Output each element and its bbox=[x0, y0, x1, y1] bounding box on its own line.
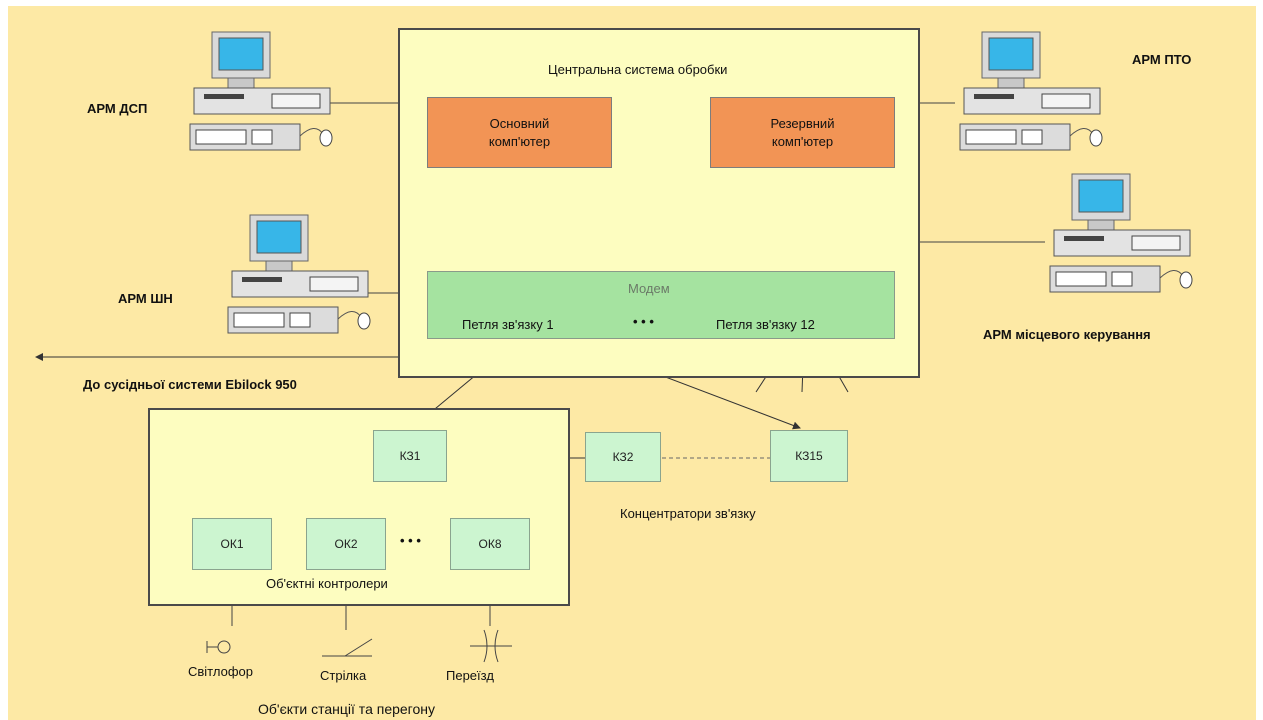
concentrators-caption: Концентратори зв'язку bbox=[620, 506, 756, 521]
crossing-label: Переїзд bbox=[446, 668, 494, 683]
switch-label: Стрілка bbox=[320, 668, 367, 683]
object-controllers-caption: Об'єктні контролери bbox=[266, 576, 388, 591]
loop-12-label: Петля зв'язку 12 bbox=[716, 317, 815, 332]
loop-1-label: Петля зв'язку 1 bbox=[462, 317, 554, 332]
concentrator-k32: КЗ2 bbox=[585, 432, 661, 482]
neighbor-system-label: До сусідньої системи Ebilock 950 bbox=[83, 377, 297, 392]
crossing-icon bbox=[470, 629, 512, 663]
computer-workstation-icon bbox=[1049, 173, 1193, 293]
switch-icon bbox=[322, 638, 373, 657]
computer-workstation-icon bbox=[189, 31, 333, 151]
workstation-local-label: АРМ місцевого керування bbox=[983, 327, 1151, 342]
main-computer-box: Основний комп'ютер bbox=[427, 97, 612, 168]
signal-label: Світлофор bbox=[188, 664, 253, 679]
loop-dots: • • • bbox=[633, 314, 654, 329]
modem-box bbox=[427, 271, 895, 339]
field-area-panel bbox=[148, 408, 570, 606]
right-margin bbox=[1256, 0, 1263, 720]
computer-workstation-icon bbox=[227, 214, 371, 334]
object-controller-ok1: ОК1 bbox=[192, 518, 272, 570]
left-margin bbox=[0, 0, 8, 720]
concentrator-k315: КЗ15 bbox=[770, 430, 848, 482]
concentrator-k31: КЗ1 bbox=[373, 430, 447, 482]
object-controllers-dots: • • • bbox=[400, 533, 421, 548]
reserve-computer-box: Резервний комп'ютер bbox=[710, 97, 895, 168]
central-system-title: Центральна система обробки bbox=[548, 62, 728, 77]
object-controller-ok8: ОК8 bbox=[450, 518, 530, 570]
object-controller-ok2: ОК2 bbox=[306, 518, 386, 570]
computer-workstation-icon bbox=[959, 31, 1103, 151]
field-objects-caption: Об'єкти станції та перегону bbox=[258, 701, 435, 717]
signal-icon bbox=[206, 640, 231, 654]
workstation-shn-label: АРМ ШН bbox=[118, 291, 173, 306]
workstation-pto-label: АРМ ПТО bbox=[1132, 52, 1192, 67]
workstation-dsp-label: АРМ ДСП bbox=[87, 101, 148, 116]
top-margin bbox=[0, 0, 1263, 6]
modem-label: Модем bbox=[628, 281, 670, 296]
